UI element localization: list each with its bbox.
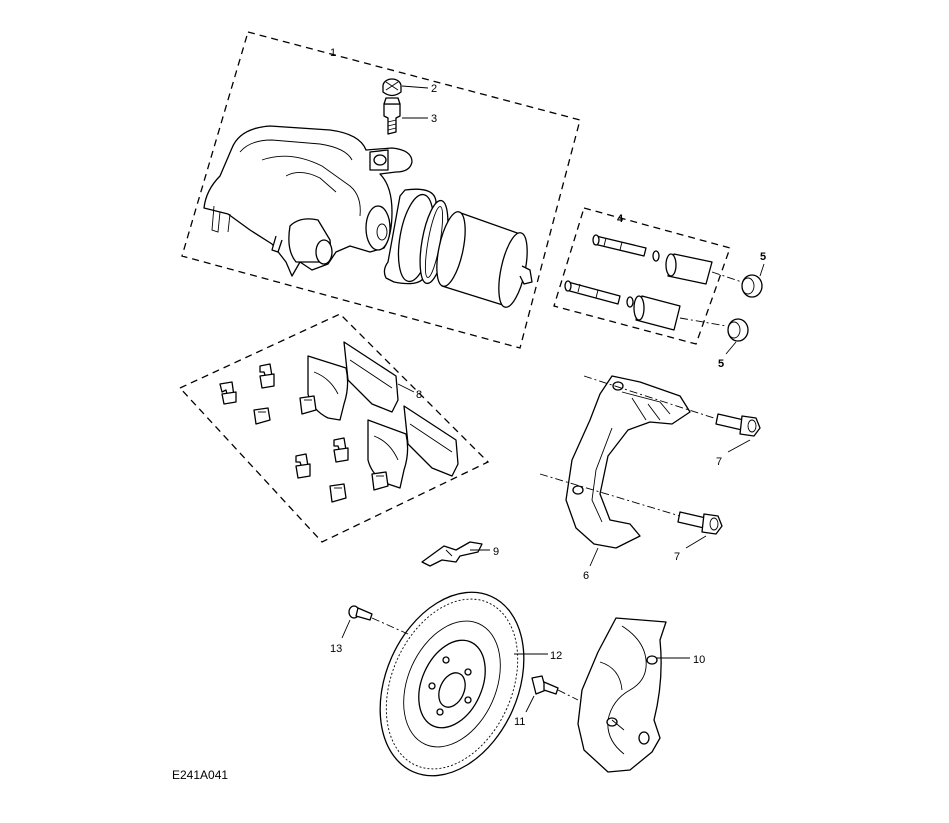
pad-clip-5 (295, 453, 311, 479)
callout-13: 13 (330, 643, 342, 655)
carrier-bolt-upper (715, 413, 761, 437)
pad-clip-7 (329, 483, 347, 503)
callout-12: 12 (550, 650, 562, 662)
callout-7-upper: 7 (716, 456, 722, 468)
callout-5-lower: 5 (718, 358, 724, 370)
callout-6: 6 (583, 570, 589, 582)
guide-pin-cap-upper (741, 274, 763, 298)
bleed-cap (382, 78, 402, 97)
brake-pad-inner-lower (403, 405, 459, 477)
piston (436, 211, 528, 308)
callout-2: 2 (431, 83, 437, 95)
callout-1: 1 (330, 47, 336, 59)
caliper-carrier (565, 375, 691, 549)
brake-pad-group-outline (178, 313, 490, 543)
guide-pin-boot-lower (633, 295, 681, 331)
shield-bolt (531, 675, 559, 695)
pad-clip-1 (219, 381, 237, 405)
brake-disc (379, 591, 525, 777)
pad-clip-8 (371, 471, 389, 491)
pad-clip-2 (259, 363, 275, 389)
callout-11: 11 (514, 716, 525, 728)
pad-clip-4 (299, 395, 317, 415)
callout-4: 4 (617, 213, 624, 225)
figure-code: E241A041 (172, 768, 228, 782)
guide-pin-group-outline (553, 207, 731, 345)
bleed-screw (383, 97, 401, 135)
piston-clip (519, 265, 533, 285)
guide-pin-lower (564, 280, 634, 308)
callout-10: 10 (693, 654, 705, 666)
pad-clip-6 (333, 437, 349, 463)
pad-clip-3 (253, 407, 271, 425)
caliper-body (203, 125, 413, 277)
callout-3: 3 (431, 113, 437, 125)
callout-7-lower: 7 (674, 551, 680, 563)
splash-shield (577, 617, 667, 773)
guide-pin-upper (592, 234, 660, 262)
brake-pad-inner-upper (343, 341, 399, 413)
callout-8: 8 (416, 389, 422, 401)
disc-retaining-screw (348, 605, 373, 621)
caliper-group-outline (181, 31, 581, 349)
carrier-bolt-lower (677, 511, 723, 535)
anti-rattle-spring (421, 541, 483, 567)
guide-pin-boot-upper (665, 253, 713, 285)
guide-pin-cap-lower (727, 318, 749, 342)
callout-5-upper: 5 (760, 251, 766, 263)
callout-9: 9 (493, 546, 499, 558)
